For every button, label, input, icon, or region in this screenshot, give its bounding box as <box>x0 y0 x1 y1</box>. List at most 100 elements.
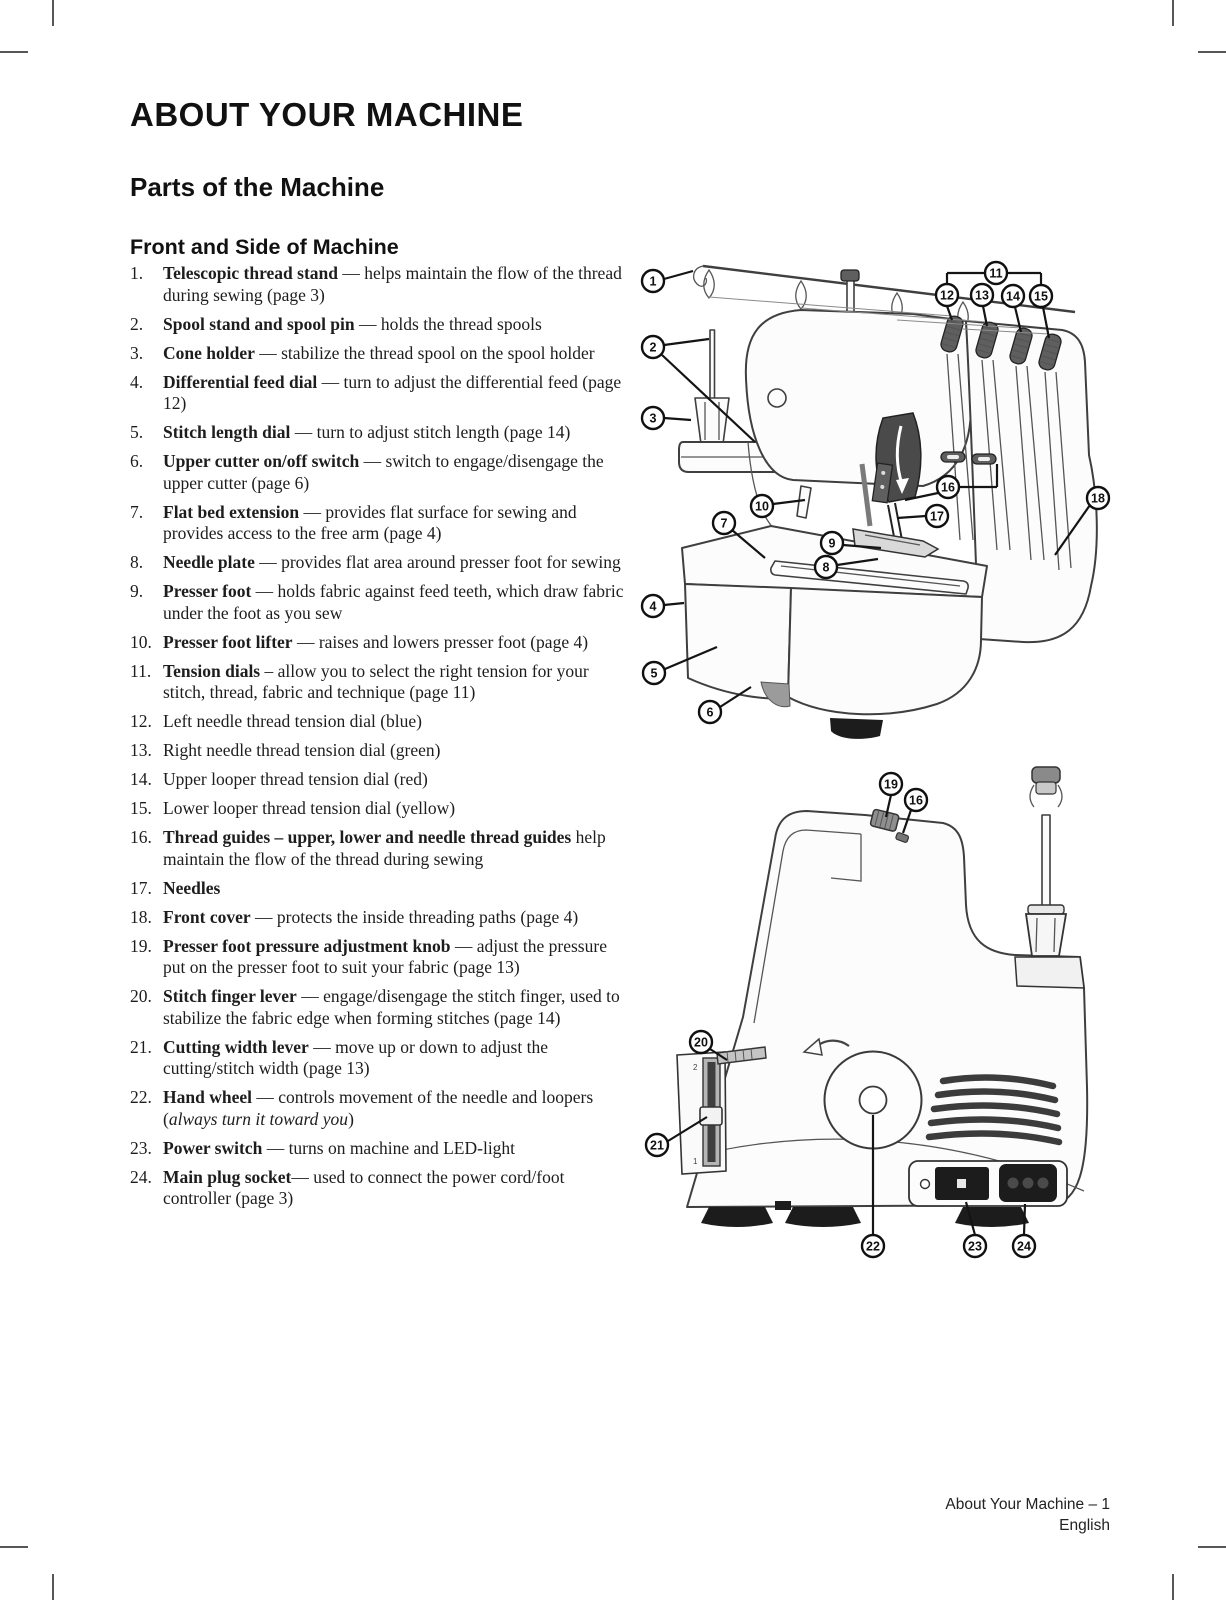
part-item: 17.Needles <box>130 877 221 898</box>
part-item: 21.Cutting width lever — move up or down… <box>130 1036 548 1079</box>
crop-mark <box>0 1546 28 1548</box>
callout-label: 7 <box>721 516 728 530</box>
callout-label: 13 <box>975 288 989 302</box>
rubber-feet <box>701 1201 1029 1227</box>
presser-foot-assembly <box>796 451 997 558</box>
part-number: 3. <box>130 342 144 363</box>
callout-23 <box>962 1233 988 1259</box>
part-number: 9. <box>130 581 144 601</box>
flat-bed-extension <box>681 525 988 739</box>
part-number: 10. <box>130 631 152 652</box>
looper-cover <box>744 309 973 531</box>
part-number: 16. <box>130 827 152 847</box>
front-cover <box>965 320 1098 644</box>
part-item: 2.Spool stand and spool pin — holds the … <box>130 313 542 334</box>
callout-6 <box>697 699 723 725</box>
callout-19 <box>878 771 904 797</box>
presser-foot <box>852 528 940 558</box>
part-item: 4.Differential feed dial — turn to adjus… <box>130 371 622 414</box>
cutting-width-lever <box>699 1106 723 1126</box>
callout-11 <box>983 260 1009 286</box>
callout-15 <box>1028 283 1054 309</box>
svg-text:1: 1 <box>693 1157 698 1166</box>
rotation-arrow-icon <box>802 1037 850 1056</box>
part-number: 15. <box>130 798 152 818</box>
part-item: 9.Presser foot — holds fabric against fe… <box>130 581 624 623</box>
crop-mark <box>0 51 28 53</box>
callout-12 <box>934 282 960 308</box>
thread-guides <box>940 451 997 465</box>
part-number: 23. <box>130 1137 152 1158</box>
part-number: 19. <box>130 935 152 956</box>
part-number: 8. <box>130 552 144 572</box>
thread-guide-side <box>895 832 910 843</box>
part-number: 6. <box>130 451 144 471</box>
part-number: 12. <box>130 711 152 731</box>
vent-slots <box>925 1074 1063 1146</box>
subsection-title: Front and Side of Machine <box>130 235 399 259</box>
callout-label: 24 <box>1017 1239 1031 1253</box>
page-footer: About Your Machine – 1 English <box>945 1494 1110 1536</box>
callout-7 <box>711 510 737 536</box>
page-title: ABOUT YOUR MACHINE <box>130 96 524 133</box>
callout-label: 20 <box>694 1035 708 1049</box>
part-number: 14. <box>130 769 152 789</box>
main-plug-socket <box>999 1164 1057 1202</box>
callout-label: 2 <box>650 340 657 354</box>
part-item: 12.Left needle thread tension dial (blue… <box>130 711 422 731</box>
part-number: 11. <box>130 660 152 681</box>
machine-side-body <box>686 810 1089 1208</box>
part-number: 4. <box>130 371 144 392</box>
callout-label: 11 <box>989 266 1002 280</box>
callout-label: 15 <box>1034 289 1048 303</box>
callout-label: 19 <box>884 777 898 791</box>
part-number: 2. <box>130 313 144 334</box>
down-arrow-icon <box>896 478 909 494</box>
callout-18 <box>1085 485 1111 511</box>
callout-label: 1 <box>650 274 657 288</box>
footer-page-label: About Your Machine – 1 <box>945 1496 1110 1513</box>
callout-21 <box>644 1132 670 1158</box>
crop-mark <box>1198 1546 1226 1548</box>
part-item: 23.Power switch — turns on machine and L… <box>130 1137 516 1158</box>
part-item: 15.Lower looper thread tension dial (yel… <box>130 798 456 818</box>
part-number: 20. <box>130 986 152 1006</box>
part-number: 13. <box>130 740 152 760</box>
callout-3 <box>640 405 666 431</box>
callout-24 <box>1011 1233 1037 1259</box>
callout-label: 22 <box>866 1239 880 1253</box>
part-item: 18.Front cover — protects the inside thr… <box>130 906 579 927</box>
part-item: 6.Upper cutter on/off switch — switch to… <box>130 451 604 493</box>
callout-label: 12 <box>940 288 954 302</box>
callout-label: 5 <box>651 666 658 680</box>
callout-8 <box>813 554 839 580</box>
callout-9 <box>819 530 845 556</box>
crop-mark <box>52 1574 54 1600</box>
part-item: 22.Hand wheel — controls movement of the… <box>130 1087 594 1129</box>
callout-4 <box>640 593 666 619</box>
power-switch <box>935 1167 989 1200</box>
callout-16 <box>903 787 929 813</box>
part-item: 13.Right needle thread tension dial (gre… <box>130 740 441 760</box>
callout-17 <box>924 503 950 529</box>
callout-label: 3 <box>650 411 657 425</box>
part-item: 5.Stitch length dial — turn to adjust st… <box>130 422 571 442</box>
part-item: 11.Tension dials – allow you to select t… <box>130 660 589 703</box>
callout-label: 8 <box>823 560 830 574</box>
part-number: 5. <box>130 422 144 442</box>
parts-list: 1.Telescopic thread stand — helps mainta… <box>130 263 627 1217</box>
threads <box>708 296 1050 335</box>
footer-language: English <box>1059 1517 1110 1534</box>
callout-13 <box>969 282 995 308</box>
part-item: 1.Telescopic thread stand — helps mainta… <box>130 263 622 305</box>
crop-mark <box>1198 51 1226 53</box>
part-number: 22. <box>130 1087 152 1107</box>
callout-16 <box>935 474 961 500</box>
callout-label: 17 <box>930 509 944 523</box>
